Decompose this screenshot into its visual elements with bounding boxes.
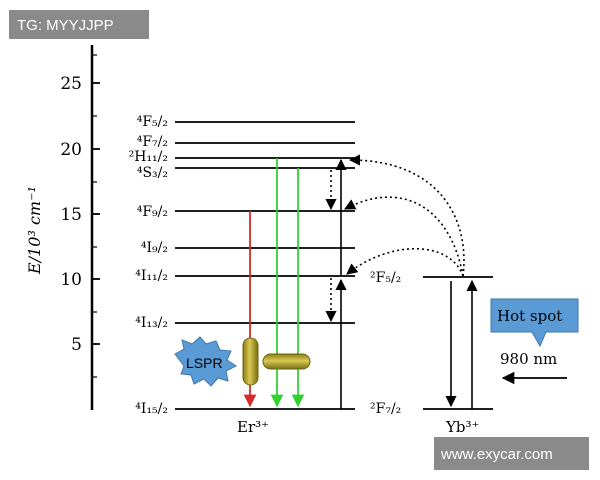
watermark-bottom: www.exycar.com bbox=[434, 437, 589, 470]
lspr-label: LSPR bbox=[186, 355, 223, 371]
tick-label-10: 10 bbox=[60, 270, 82, 290]
hot-spot-callout: Hot spot bbox=[490, 298, 579, 348]
nanorod-horizontal bbox=[262, 353, 311, 370]
y-axis-ticks bbox=[92, 54, 100, 378]
tick-label-25: 25 bbox=[60, 74, 82, 94]
label-2F72: ²F₇/₂ bbox=[370, 401, 401, 417]
energy-transfer-curve-1 bbox=[348, 154, 465, 277]
y-tick-labels: 5 10 15 20 25 bbox=[60, 74, 82, 355]
tick-label-15: 15 bbox=[60, 205, 82, 225]
energy-transfer-curve-3 bbox=[346, 248, 464, 277]
excitation-wavelength: 980 nm bbox=[500, 350, 557, 368]
label-4F92: ⁴F₉/₂ bbox=[137, 204, 168, 220]
y-axis-label: E/10³ cm⁻¹ bbox=[25, 186, 44, 275]
yb-level-labels: ²F₅/₂ ²F₇/₂ bbox=[370, 270, 401, 417]
yb-levels bbox=[423, 276, 493, 410]
er-levels bbox=[175, 121, 355, 410]
label-4I132: ⁴I₁₃/₂ bbox=[135, 315, 168, 331]
label-2H112: ²H₁₁/₂ bbox=[129, 149, 168, 165]
lspr-shape: LSPR bbox=[174, 336, 237, 387]
watermark-bottom-text: www.exycar.com bbox=[440, 446, 553, 463]
tick-label-20: 20 bbox=[60, 140, 82, 160]
tick-label-5: 5 bbox=[71, 335, 82, 355]
er-level-labels: ⁴F₅/₂ ⁴F₇/₂ ²H₁₁/₂ ⁴S₃/₂ ⁴F₉/₂ ⁴I₉/₂ ⁴I₁… bbox=[129, 114, 168, 417]
label-4F72: ⁴F₇/₂ bbox=[137, 134, 168, 150]
label-4F52: ⁴F₅/₂ bbox=[137, 114, 168, 130]
label-4I152: ⁴I₁₅/₂ bbox=[135, 401, 168, 417]
energy-transfer-curve-2 bbox=[344, 196, 464, 277]
ion-label-er: Er³⁺ bbox=[237, 418, 269, 436]
hot-spot-label: Hot spot bbox=[497, 307, 562, 325]
watermark-top: TG: MYYJJPP bbox=[9, 10, 149, 39]
label-4I112: ⁴I₁₁/₂ bbox=[135, 268, 168, 284]
label-4S32: ⁴S₃/₂ bbox=[137, 165, 168, 181]
watermark-top-text: TG: MYYJJPP bbox=[17, 17, 114, 34]
label-2F52: ²F₅/₂ bbox=[370, 270, 401, 286]
label-4I92: ⁴I₉/₂ bbox=[141, 240, 168, 256]
ion-label-yb: Yb³⁺ bbox=[445, 418, 479, 436]
nanorod-vertical bbox=[242, 337, 259, 386]
